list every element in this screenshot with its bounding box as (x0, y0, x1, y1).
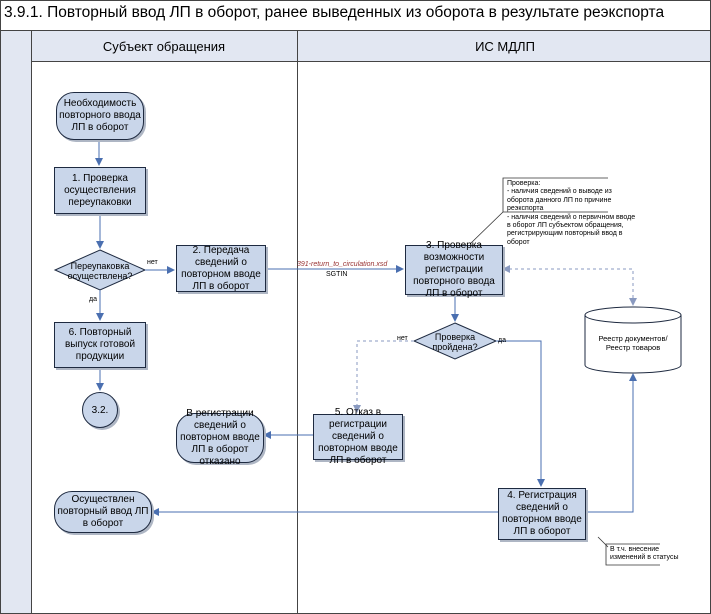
edge-step4-registry (586, 373, 637, 513)
lane-side-band (1, 31, 31, 613)
step3-node: 3. Проверка возможности регистрации повт… (405, 240, 503, 299)
label-no-2: нет (397, 335, 408, 342)
connector-node: 3.2. (82, 392, 118, 428)
decision1-label: Переупаковка осуществлена? (67, 260, 133, 281)
page-title: 3.9.1. Повторный ввод ЛП в оборот, ранее… (4, 4, 665, 21)
lane-title-subject: Субъект обращения (102, 39, 226, 54)
message-schema-label: 391-return_to_circulation.xsd (297, 261, 388, 268)
step2-node: 2. Передача сведений о повторном вводе Л… (176, 245, 266, 292)
refused-node: В регистрации сведений о повторном вводе… (176, 408, 264, 467)
message-sgtin-label: SGTIN (326, 271, 348, 278)
registry-top (584, 306, 682, 324)
step5-node: 5. Отказ в регистрации сведений о повтор… (313, 407, 403, 466)
lane-header-band (1, 31, 710, 61)
note-status: В т.ч. внесение изменений в статусы (610, 546, 679, 562)
label-yes-2: да (498, 337, 506, 344)
edge-decision2-step4 (496, 340, 545, 487)
edge-step3-registry (502, 265, 637, 306)
registry-body (584, 315, 682, 374)
edge-decision2-step5 (353, 340, 414, 413)
registry-node: Реестр документов/Реестр товаров (598, 334, 668, 352)
step4-node: 4. Регистрация сведений о повторном ввод… (498, 488, 586, 540)
done-node: Осуществлен повторный ввод ЛП в оборот (54, 491, 152, 533)
note-check-leader (469, 211, 504, 245)
step1-node: 1. Проверка осуществления переупаковки (54, 167, 146, 214)
step6-node: 6. Повторный выпуск готовой продукции (54, 322, 146, 368)
label-yes-1: да (89, 296, 97, 303)
lane-title-system: ИС МДЛП (475, 39, 535, 54)
start-node: Необходимость повторного ввода ЛП в обор… (56, 92, 144, 140)
note-check-bracket (502, 177, 608, 213)
note-status-bracket (605, 543, 660, 566)
decision2-label: Проверка пройдена? (432, 331, 478, 352)
decision-shape-2 (412, 322, 498, 360)
note-check: Проверка: - наличия сведений о выводе из… (507, 180, 636, 246)
label-no-1: нет (147, 259, 158, 266)
